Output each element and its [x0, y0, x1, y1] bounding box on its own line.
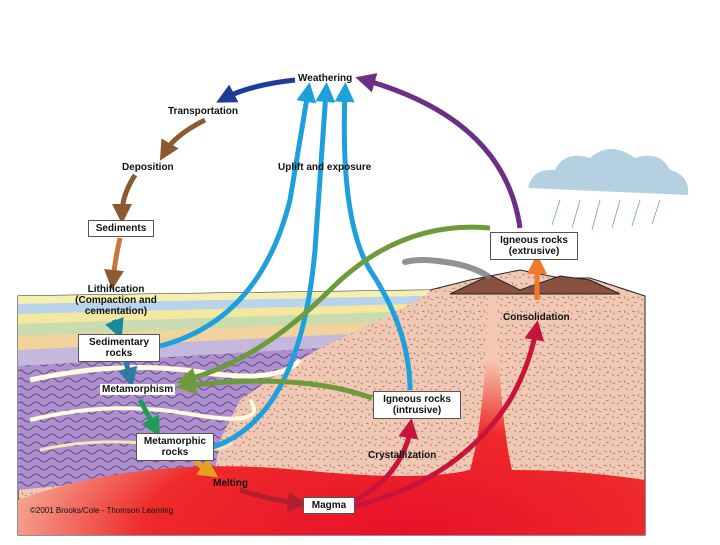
box-igneous-extrusive: Igneous rocks (extrusive): [490, 232, 578, 260]
arrow-deposition-to-sediments: [112, 173, 138, 224]
box-sedimentary-rocks: Sedimentary rocks: [78, 334, 160, 362]
arrow-transportation-to-deposition: [159, 117, 207, 161]
label-transportation: Transportation: [168, 106, 239, 117]
copyright-notice: ©2001 Brooks/Cole - Thomson Learning: [30, 506, 174, 515]
arrow-magma-to-crystallization: [353, 418, 419, 503]
arrow-intrusive-to-metamorphism: [176, 374, 373, 401]
cloud-rain: [528, 149, 689, 231]
arrow-sedimentary-to-metamorphism: [117, 361, 138, 388]
arrow-weathering-to-transportation: [216, 77, 296, 103]
label-consolidation: Consolidation: [503, 312, 570, 323]
magma-chamber: [18, 280, 645, 535]
box-igneous-intrusive: Igneous rocks (intrusive): [373, 391, 461, 419]
label-uplift-exposure: Uplift and exposure: [278, 162, 372, 173]
label-lithification-sub: (Compaction and cementation): [75, 295, 157, 317]
label-deposition: Deposition: [122, 162, 174, 173]
arrow-extrusive-to-metamorphism: [176, 224, 491, 388]
arrow-magma-to-consolidation: [354, 320, 545, 509]
label-lithification: Lithification (Compaction and cementatio…: [64, 284, 168, 317]
arrow-lithification-to-sedimentary: [105, 317, 124, 340]
box-sediments: Sediments: [88, 220, 154, 237]
volcanoes: [402, 257, 621, 295]
arrow-uplift-sedimentary: [159, 82, 317, 349]
label-weathering: Weathering: [298, 73, 353, 84]
arrow-melting-to-magma: [239, 487, 308, 512]
arrow-metamorphic-to-melting: [193, 458, 219, 478]
box-magma: Magma: [303, 497, 355, 514]
arrow-extrusive-to-weathering: [355, 73, 523, 229]
label-metamorphism: Metamorphism: [100, 384, 176, 395]
label-lithification-title: Lithification: [87, 284, 145, 295]
arrow-uplift-intrusive: [334, 82, 413, 391]
label-melting: Melting: [213, 478, 248, 489]
label-crystallization: Crystallization: [368, 450, 437, 461]
arrow-sediments-to-lithification: [104, 237, 124, 290]
box-metamorphic-rocks: Metamorphic rocks: [136, 433, 214, 461]
arrow-metamorphism-to-metamorphic: [137, 398, 160, 437]
arrow-uplift-metamorphic: [209, 82, 336, 451]
